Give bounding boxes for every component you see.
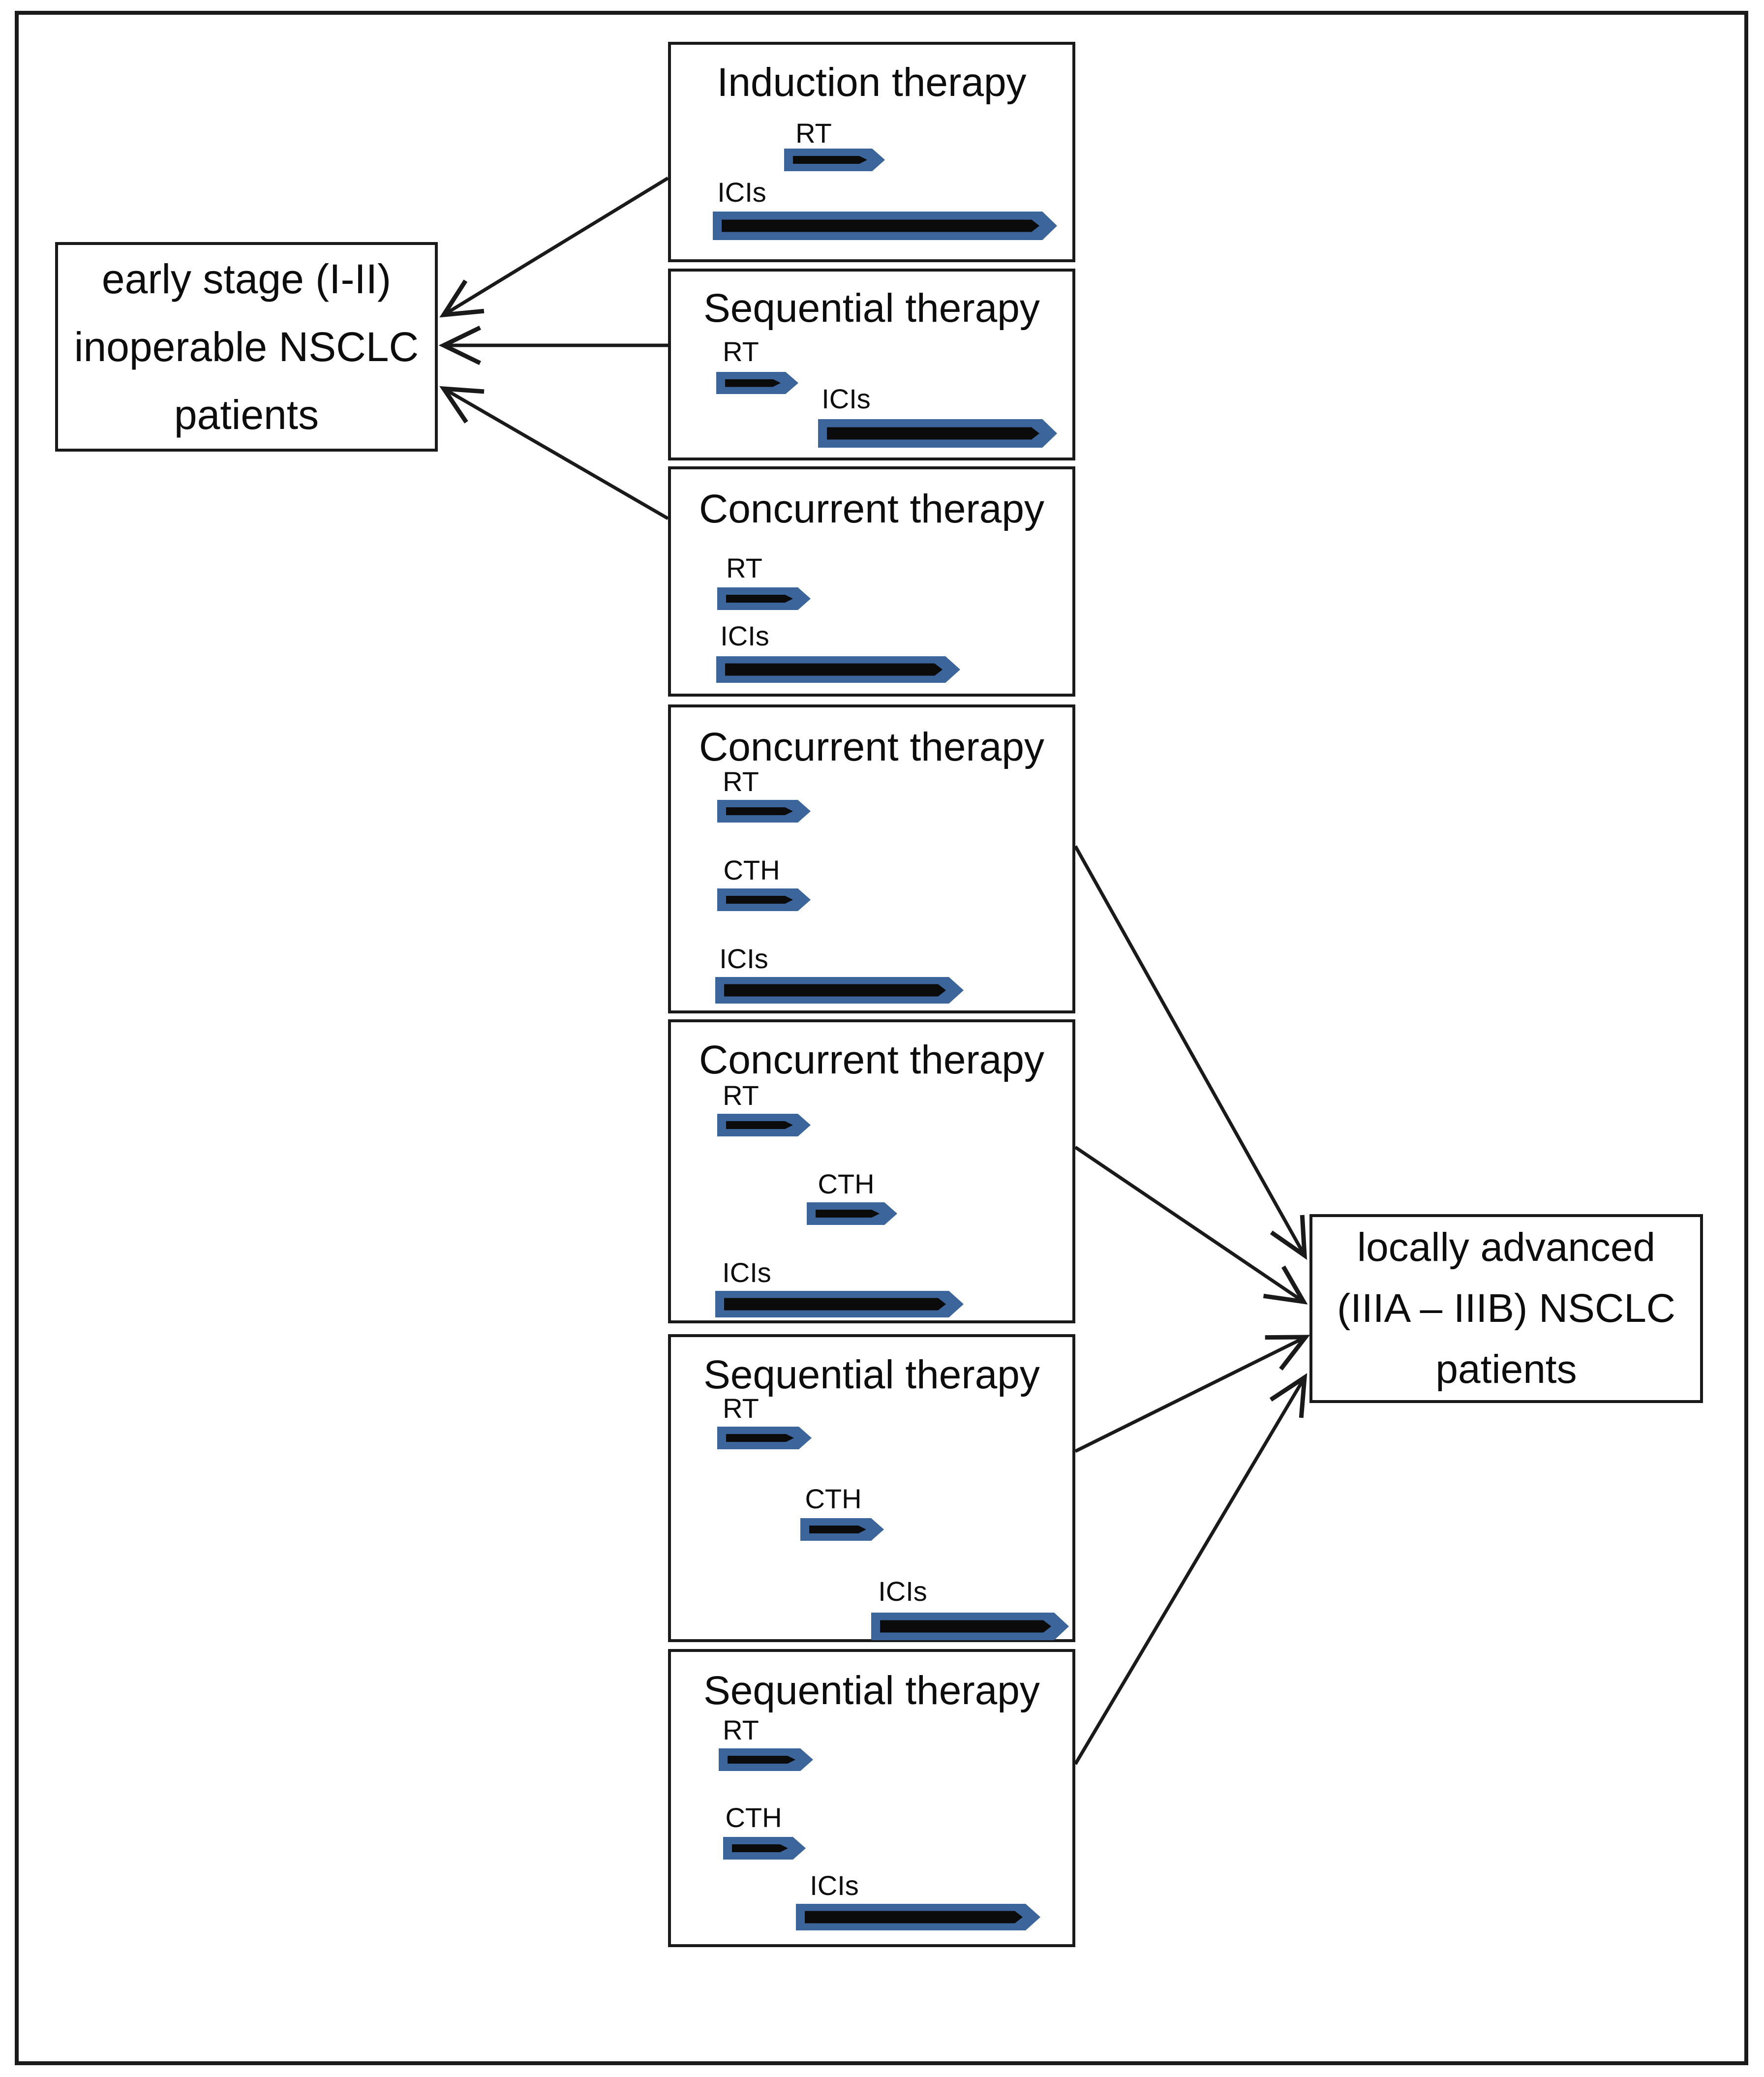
therapy-box-concurrent-aligned: Concurrent therapy RT CTH ICIs [668,704,1075,1013]
patient-box-line: patients [1435,1347,1577,1392]
icis-bar [713,212,1057,240]
connector-arrow-concurrent1-to-advanced [1073,845,1305,1255]
cth-bar [723,1837,806,1860]
icis-label: ICIs [878,1576,927,1607]
connector-arrow-sequential1-to-advanced [1074,1337,1306,1453]
rt-label: RT [723,766,759,797]
therapy-box-title: Concurrent therapy [699,1038,1044,1082]
rt-label: RT [723,1714,759,1745]
patient-box-line: (IIIA – IIIB) NSCLC [1337,1286,1676,1331]
rt-bar [716,372,798,394]
cth-label: CTH [805,1483,862,1514]
rt-bar-core [726,1434,794,1442]
patient-box-line: inoperable NSCLC [74,324,419,370]
cth-bar [800,1518,884,1541]
rt-bar-core [726,807,793,815]
connector-arrow-concurrent2-to-advanced [1074,1146,1304,1302]
rt-label: RT [723,1080,759,1111]
cth-bar-core [726,896,793,904]
therapy-box-sequential-staggered: Sequential therapy RT CTH ICIs [668,1334,1075,1642]
rt-bar-core [728,1756,795,1764]
therapy-box-title: Sequential therapy [703,286,1040,331]
icis-bar [715,977,964,1004]
icis-bar-core [880,1620,1051,1633]
icis-label: ICIs [719,943,768,974]
therapy-box-induction: Induction therapy RT ICIs [668,42,1075,262]
therapy-box-concurrent-early: Concurrent therapy RT ICIs [668,466,1075,697]
cth-label: CTH [818,1168,875,1199]
rt-bar-core [726,1121,793,1129]
therapy-box-concurrent-offset: Concurrent therapy RT CTH ICIs [668,1019,1075,1323]
rt-label: RT [723,1393,759,1424]
rt-bar-core [725,379,781,387]
therapy-box-sequential-late-icis: Sequential therapy RT CTH ICIs [668,1649,1075,1947]
connector-arrow-induction-to-early [444,177,669,315]
rt-bar [717,800,811,823]
cth-label: CTH [725,1802,782,1833]
cth-label: CTH [723,855,780,886]
cth-bar-core [816,1210,880,1218]
cth-bar [717,888,811,911]
locally-advanced-patients-text: locally advanced (IIIA – IIIB) NSCLC pat… [1312,1217,1700,1400]
icis-bar-core [725,664,943,676]
therapy-box-title: Concurrent therapy [699,487,1044,531]
icis-label: ICIs [720,620,769,651]
rt-bar [717,587,811,610]
rt-bar [784,149,885,171]
icis-bar-core [722,220,1039,232]
icis-label: ICIs [722,1257,771,1288]
rt-label: RT [726,552,762,583]
therapy-box-title: Induction therapy [717,60,1027,105]
patient-box-line: locally advanced [1357,1225,1656,1270]
rt-bar-core [793,156,867,164]
rt-bar [717,1114,811,1136]
icis-bar [715,1291,964,1317]
locally-advanced-patients-box: locally advanced (IIIA – IIIB) NSCLC pat… [1309,1214,1703,1403]
rt-label: RT [723,336,759,367]
therapy-box-sequential-early: Sequential therapy RT ICIs [668,269,1075,460]
connector-arrow-sequential2-to-advanced [1073,1377,1305,1765]
cth-bar-core [809,1526,866,1533]
icis-bar-core [724,984,946,997]
icis-bar [871,1613,1069,1640]
icis-label: ICIs [717,177,766,208]
cth-bar-core [732,1844,788,1852]
early-stage-patients-text: early stage (I-II) inoperable NSCLC pati… [58,245,435,449]
connector-arrow-concurrent-to-early [444,389,669,520]
icis-bar [716,656,960,683]
icis-label: ICIs [821,383,871,414]
therapy-box-title: Sequential therapy [703,1352,1040,1397]
rt-bar-core [726,595,793,603]
early-stage-patients-box: early stage (I-II) inoperable NSCLC pati… [55,242,438,452]
icis-bar [818,419,1057,448]
therapy-box-title: Sequential therapy [703,1668,1040,1713]
patient-box-line: patients [174,392,319,438]
icis-bar-core [805,1911,1023,1924]
cth-bar [807,1202,897,1225]
icis-bar-core [827,428,1039,440]
icis-label: ICIs [810,1870,859,1901]
rt-bar [719,1748,813,1771]
icis-bar [796,1904,1040,1930]
rt-bar [717,1427,812,1449]
icis-bar-core [724,1298,946,1311]
therapy-box-title: Concurrent therapy [699,725,1044,769]
patient-box-line: early stage (I-II) [101,256,392,302]
rt-label: RT [795,118,832,149]
